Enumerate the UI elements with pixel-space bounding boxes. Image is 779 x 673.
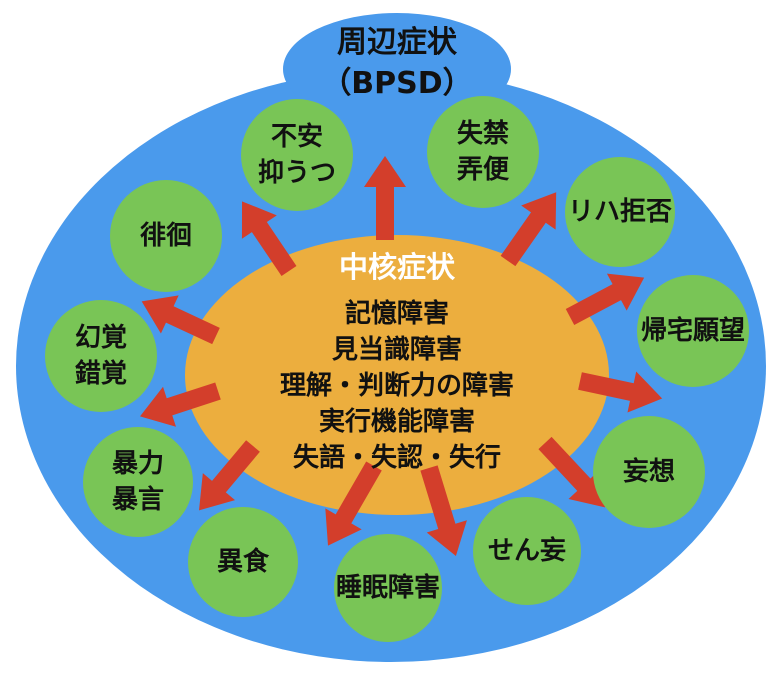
core-symptoms-list: 記憶障害 見当識障害 理解・判断力の障害 実行機能障害 失語・失認・失行 <box>185 296 609 476</box>
core-symptom-disorientation: 見当識障害 <box>331 335 462 365</box>
radial-arrow <box>538 436 606 508</box>
core-symptom-executive: 実行機能障害 <box>318 407 475 437</box>
symptom-circle-incontinence: 失禁 弄便 <box>427 96 539 208</box>
radial-arrow <box>364 156 406 240</box>
bpsd-title: 周辺症状 （BPSD） <box>283 22 511 104</box>
radial-arrow <box>241 201 297 277</box>
symptom-circle-delusion: 妄想 <box>593 416 705 528</box>
core-symptoms-title: 中核症状 <box>338 250 455 284</box>
radial-arrow <box>500 192 557 267</box>
radial-arrow <box>140 382 221 427</box>
core-symptom-memory: 記憶障害 <box>344 299 449 329</box>
bpsd-title-line1: 周辺症状 <box>337 25 457 60</box>
symptom-circle-hallucination: 幻覚 錯覚 <box>45 300 157 412</box>
radial-arrow <box>565 273 645 325</box>
symptom-circle-sleep-disorder: 睡眠障害 <box>334 534 442 642</box>
radial-arrow <box>141 295 220 345</box>
symptom-circle-delirium: せん妄 <box>473 497 581 605</box>
symptom-circle-desire-to-go-home: 帰宅願望 <box>637 275 749 387</box>
radial-arrow <box>578 371 663 413</box>
symptom-circle-anxiety-depression: 不安 抑うつ <box>241 99 353 211</box>
bpsd-title-line2: （BPSD） <box>321 66 473 101</box>
core-symptom-judgment: 理解・判断力の障害 <box>279 371 514 401</box>
core-symptoms-ellipse <box>185 235 609 515</box>
radial-arrow <box>420 465 467 556</box>
radial-arrow <box>325 461 382 546</box>
radial-arrow <box>199 440 260 511</box>
symptom-circle-violence: 暴力 暴言 <box>83 427 193 537</box>
symptom-circle-rehab-refusal: リハ拒否 <box>565 157 675 267</box>
symptom-circle-wandering: 徘徊 <box>110 180 222 292</box>
core-symptom-aphasia: 失語・失認・失行 <box>292 443 501 473</box>
symptom-circle-pica: 異食 <box>188 507 298 617</box>
